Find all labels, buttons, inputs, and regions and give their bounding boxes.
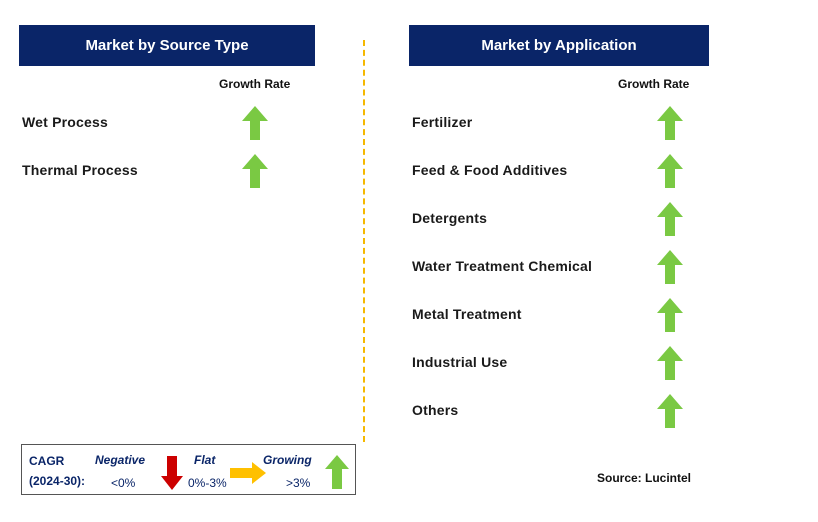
application-title: Market by Application (481, 37, 637, 54)
list-item-label: Thermal Process (22, 162, 138, 178)
list-item-label: Feed & Food Additives (412, 162, 568, 178)
source-note: Source: Lucintel (597, 471, 692, 485)
list-item-label: Water Treatment Chemical (412, 258, 593, 274)
growth-up-arrow-icon (657, 154, 683, 188)
legend-cagr-label: CAGR (29, 454, 65, 468)
growth-up-arrow-icon (657, 346, 683, 380)
flat-arrow-icon (230, 462, 266, 484)
growing-arrow-icon (325, 455, 349, 489)
panel-divider (363, 40, 365, 442)
source-type-title: Market by Source Type (85, 37, 249, 54)
legend-cagr-period: (2024-30): (29, 474, 86, 488)
source-type-header: Market by Source Type (19, 25, 315, 66)
growth-up-arrow-icon (657, 106, 683, 140)
growth-up-arrow-icon (657, 394, 683, 428)
growth-up-arrow-icon (242, 106, 268, 140)
list-item-label: Detergents (412, 210, 488, 226)
cagr-legend: CAGR (2024-30): Negative <0% Flat 0%-3% … (21, 444, 356, 495)
legend-flat-label: Flat (194, 453, 216, 467)
list-item-label: Others (412, 402, 459, 418)
growth-up-arrow-icon (657, 250, 683, 284)
application-header: Market by Application (409, 25, 709, 66)
legend-negative-label: Negative (95, 453, 146, 467)
growth-up-arrow-icon (242, 154, 268, 188)
list-item-label: Fertilizer (412, 114, 473, 130)
application-growth-rate-label: Growth Rate (618, 77, 690, 91)
legend-growing-label: Growing (263, 453, 312, 467)
growth-up-arrow-icon (657, 298, 683, 332)
legend-growing-range: >3% (286, 476, 311, 490)
legend-negative-range: <0% (111, 476, 136, 490)
legend-flat-range: 0%-3% (188, 476, 227, 490)
growth-up-arrow-icon (657, 202, 683, 236)
negative-arrow-icon (161, 456, 183, 490)
list-item-label: Metal Treatment (412, 306, 522, 322)
list-item-label: Wet Process (22, 114, 108, 130)
list-item-label: Industrial Use (412, 354, 508, 370)
source-type-growth-rate-label: Growth Rate (219, 77, 291, 91)
